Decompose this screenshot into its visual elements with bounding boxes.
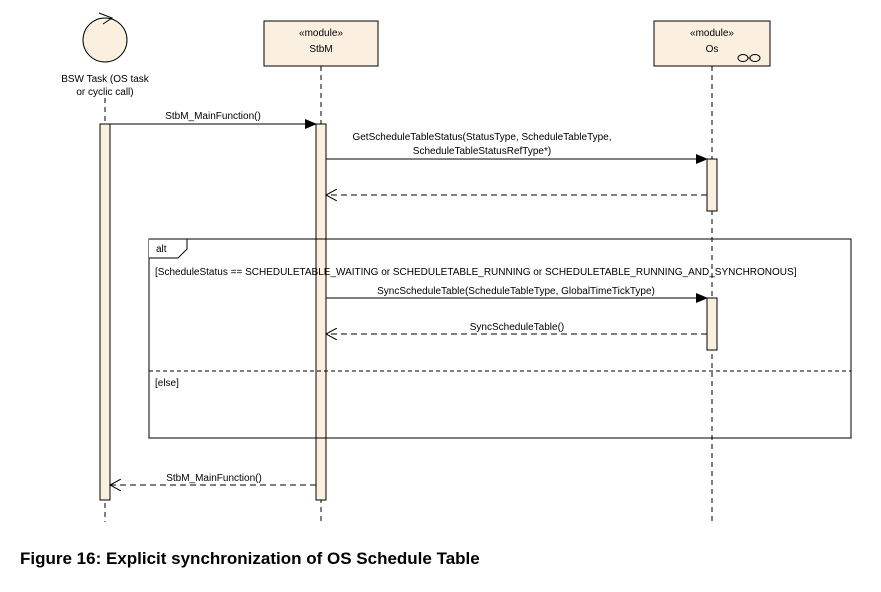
- msg-stbm-mainfunction-return-label: StbM_MainFunction(): [166, 473, 262, 484]
- msg-getscheduletablestatus-label-line2: ScheduleTableStatusRefType*): [413, 146, 551, 157]
- bsw-label-line1: BSW Task (OS task: [61, 74, 150, 85]
- control-arrow-icon: [98, 12, 114, 25]
- bsw-label-line2: or cyclic call): [76, 87, 133, 98]
- os-stereotype: «module»: [690, 28, 734, 39]
- msg-getscheduletablestatus-label-line1: GetScheduleTableStatus(StatusType, Sched…: [352, 132, 611, 143]
- stbm-activation: [315, 123, 327, 501]
- alt-guard-condition: [ScheduleStatus == SCHEDULETABLE_WAITING…: [155, 267, 797, 278]
- msg-syncscheduletable-return-label: SyncScheduleTable(): [470, 322, 565, 333]
- os-activation-2: [706, 297, 718, 351]
- stbm-name: StbM: [309, 44, 332, 55]
- bsw-control-icon: [82, 17, 128, 63]
- os-module-box: [653, 20, 771, 67]
- bsw-activation: [99, 123, 111, 501]
- alt-fragment-tab: [149, 238, 188, 259]
- subsystem-icon: [737, 54, 761, 62]
- stbm-module-box: [263, 20, 379, 67]
- os-name: Os: [706, 44, 719, 55]
- os-activation-1: [706, 158, 718, 212]
- alt-fragment: [148, 238, 852, 439]
- else-guard: [else]: [155, 378, 179, 389]
- alt-operator: alt: [156, 244, 167, 255]
- msg-syncscheduletable-label: SyncScheduleTable(ScheduleTableType, Glo…: [377, 286, 655, 297]
- msg-stbm-mainfunction-label: StbM_MainFunction(): [165, 111, 261, 122]
- sequence-diagram: BSW Task (OS task or cyclic call) «modul…: [61, 12, 852, 522]
- stbm-stereotype: «module»: [299, 28, 343, 39]
- figure-caption: Figure 16: Explicit synchronization of O…: [20, 549, 480, 568]
